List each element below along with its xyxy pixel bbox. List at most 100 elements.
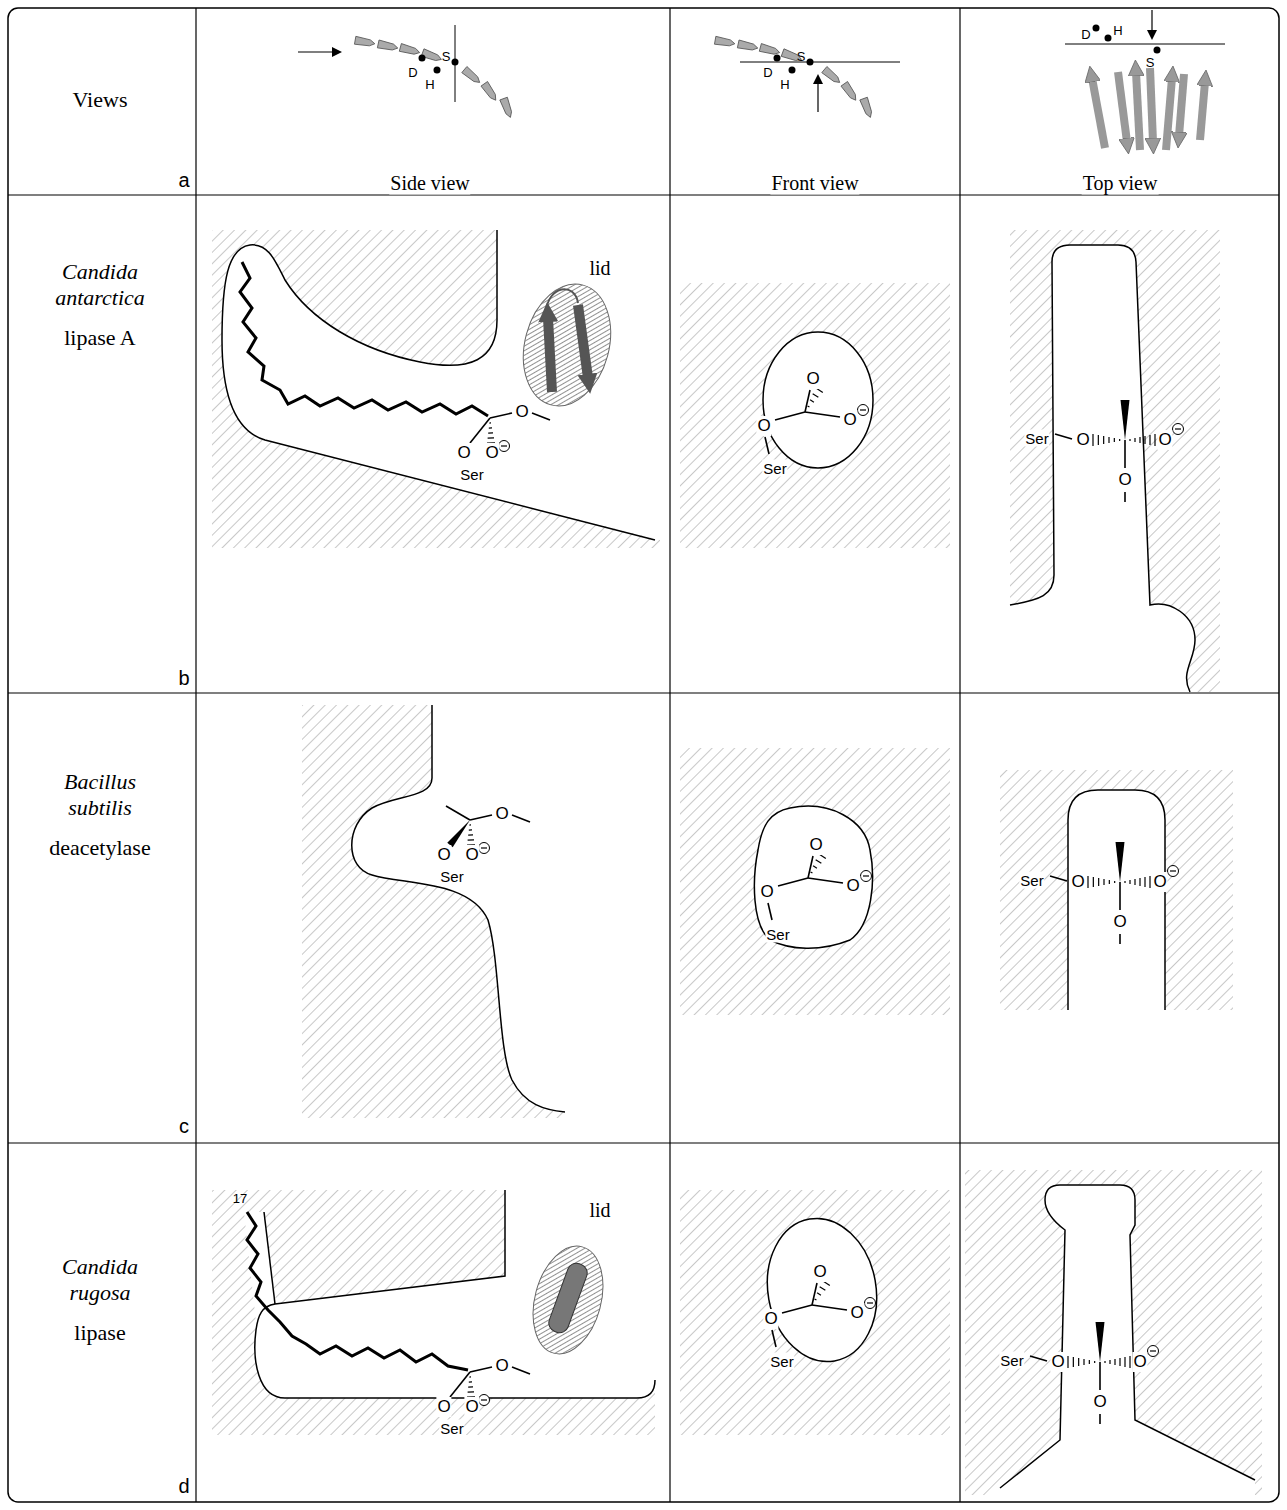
hash-bond [1104,1361,1105,1363]
enzyme-name: deacetylase [34,835,166,861]
atom-label: O [494,804,509,824]
species-name: Bacillus subtilis [34,769,166,821]
channel-outline [1068,790,1165,1010]
section-line [740,62,900,63]
charge-symbol [863,875,869,876]
atom-label: O [1050,1352,1065,1372]
residue-label: Ser [1019,872,1044,889]
bond-line [532,413,550,420]
hash-bond [488,437,494,438]
atom-label: O [1070,872,1085,892]
pocket-channel [1068,790,1165,1010]
hash-bond [1144,436,1145,444]
acyl-chain [240,262,488,416]
residue-label: Ser [439,1420,464,1437]
strand-arrow [822,67,842,86]
header-cell: Views [72,87,129,113]
charge-symbol [481,847,487,848]
charge-symbol [501,445,507,446]
strand-arrow [462,67,482,86]
lid-strand [548,318,552,392]
hash-bond [1114,881,1115,883]
charge-symbol [860,409,866,410]
table-rule [8,1142,1279,1143]
strand-arrow [481,82,499,103]
charge-symbol [1173,424,1184,435]
hash-bond [1098,435,1099,445]
hash-bond [813,394,819,398]
view-label: Side view [389,172,470,195]
atom-label: O [514,402,529,422]
bond-line [805,412,840,417]
hash-bond [1109,880,1110,884]
bond-line [1055,434,1072,439]
bond-line [1124,440,1126,468]
hash-bond [1139,878,1140,886]
small-label: H [1112,23,1123,38]
bond-line [778,878,808,886]
hash-bond [1129,1356,1130,1368]
hash-bond [1098,878,1099,886]
lid-region [510,274,623,416]
charge-symbol [499,441,510,452]
hash-bond [1103,436,1104,444]
channel-outline [1010,245,1195,692]
hash-bond [1129,880,1130,884]
strand-arrow [841,82,859,103]
view-label: lid [588,257,611,280]
strand-arrow [1179,74,1184,136]
hash-bond [1094,1361,1095,1363]
hash-bond [1067,1356,1068,1368]
hash-bond [1149,435,1150,445]
charge-symbol [861,871,872,882]
charge-symbol [867,1302,873,1303]
residue-dot [434,67,441,74]
atom-label: O [436,845,451,865]
residue-label: Ser [999,1352,1024,1369]
hash-bond [817,1293,821,1295]
bond-line [1119,934,1121,944]
small-label: D [407,65,418,80]
residue-label: Ser [439,868,464,885]
bond-line [808,856,813,878]
section-line [1065,44,1225,45]
pocket-channel [990,1185,1255,1495]
residue-dot [1154,47,1161,54]
hash-bond [1114,1359,1115,1365]
charge-symbol [1150,1350,1156,1351]
atom-label: O [1152,872,1167,892]
charge-symbol [1175,428,1181,429]
residue-label: Ser [1024,430,1049,447]
bond-line [470,815,492,820]
atom-label: O [756,416,771,436]
small-label: 17 [232,1191,248,1206]
hash-bond [1124,881,1125,883]
acyl-chain [247,1212,468,1370]
table-rule [8,692,1279,693]
bond-line [775,412,805,420]
hash-bond [1119,1358,1120,1366]
residue-label: Ser [765,926,790,943]
atom-label: O [1092,1392,1107,1412]
protein-hatch [965,1170,1262,1495]
chemical-bonds [446,388,1184,1424]
hash-bond [1089,1360,1090,1364]
hash-bond [1092,434,1093,446]
strand-arrow [714,36,735,47]
atom-label: O [1075,430,1090,450]
bond-line [512,1367,530,1374]
pocket-section [756,1210,887,1371]
strand-arrow [737,40,758,52]
atom-label: O [464,1397,479,1417]
wedge-bond [447,820,470,847]
residue-dot [774,55,781,62]
bond-line [765,437,769,454]
atom-label: O [1157,430,1172,450]
residue-dot [789,67,796,74]
hash-bond [1129,439,1130,441]
view-label: Top view [1082,172,1159,195]
charge-symbol [858,405,869,416]
atom-label: O [812,1262,827,1282]
view-arrow [1151,10,1152,38]
